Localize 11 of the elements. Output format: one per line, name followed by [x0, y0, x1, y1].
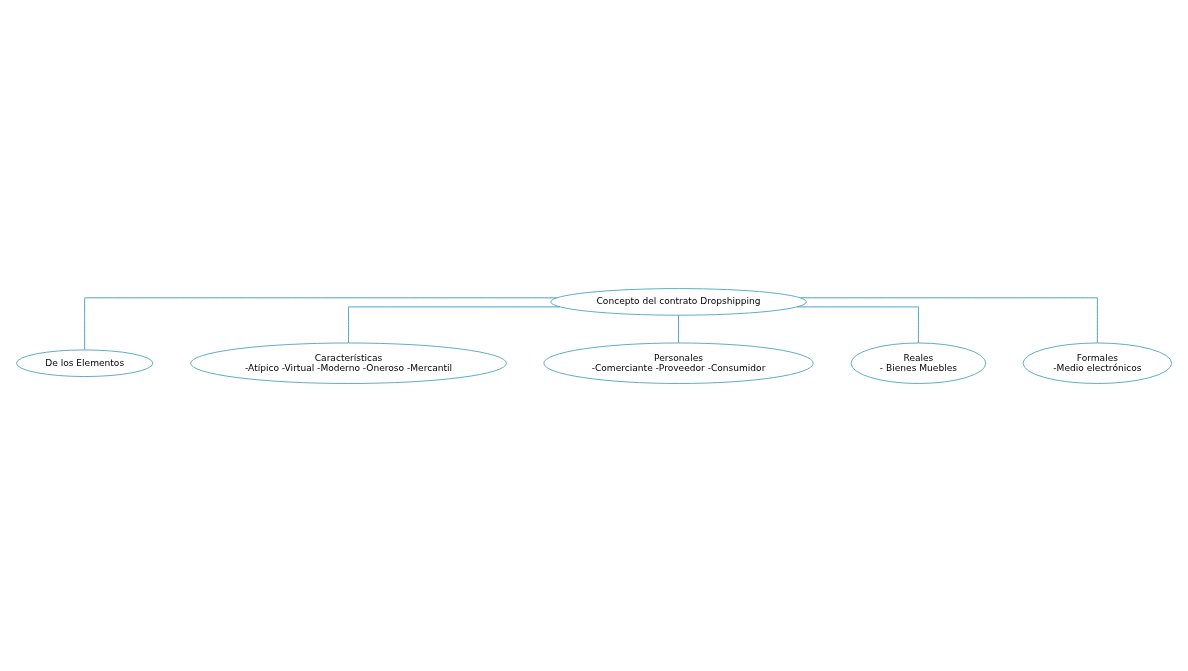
node-ellipse: De los Elementos: [15, 348, 154, 377]
connector: [678, 314, 680, 343]
node-ellipse: Características -Atípico -Virtual -Moderno -Oneroso -Mercantil: [190, 342, 507, 384]
node-ellipse: Concepto del contrato Dropshipping: [550, 287, 807, 316]
connector: [348, 305, 561, 343]
node-ellipse: Formales -Medio electrónicos: [1022, 342, 1173, 384]
connector: [84, 296, 558, 350]
node-ellipse: Reales - Bienes Muebles: [850, 342, 987, 384]
node-ellipse: Personales -Comerciante -Proveedor -Consumidor: [543, 342, 814, 384]
connector: [800, 296, 1098, 343]
connector: [796, 305, 919, 343]
